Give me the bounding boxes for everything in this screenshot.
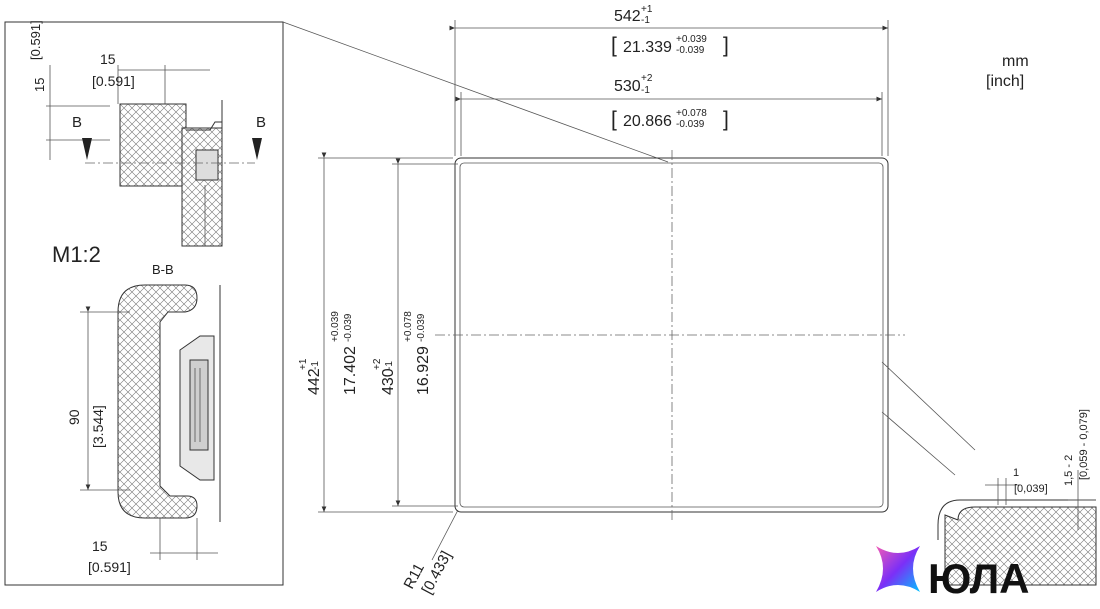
detail-panel: 15 [0.591] 15 [0.591] B B M1	[4, 20, 284, 586]
units-inch: [inch]	[986, 73, 1024, 90]
corner-gap-in: [0,039]	[1014, 483, 1048, 495]
width-outer-inch-minus: -0.039	[676, 45, 705, 56]
height-outer-base: 442	[306, 368, 323, 395]
width-inner-tol-plus: +2	[641, 73, 653, 84]
bracket-open: [	[611, 108, 617, 131]
height-outer-inch: 17.402	[342, 346, 359, 395]
height-inner-inch-minus: -0.039	[416, 313, 427, 342]
bracket-close: ]	[723, 34, 729, 57]
dim-top-horizontal-mm: 15	[100, 51, 116, 67]
width-inner-tol-minus: -1	[641, 85, 650, 96]
dim-top-vertical-in: [0.591]	[28, 20, 43, 60]
height-outer-tol-minus: -1	[310, 361, 321, 370]
height-inner-inch: 16.929	[415, 346, 432, 395]
bracket-close: ]	[723, 108, 729, 131]
units-mm: mm	[1002, 53, 1029, 70]
dim-bottom-in: [0.591]	[88, 559, 131, 575]
cut-mark-left: B	[72, 114, 82, 131]
width-inner-inch-plus: +0.078	[676, 108, 707, 119]
width-outer-tol-plus: +1	[641, 4, 653, 15]
height-outer-inch-plus: +0.039	[330, 311, 341, 342]
bracket-open: [	[611, 34, 617, 57]
top-part-section	[119, 100, 223, 247]
width-outer-tol-minus: -1	[641, 15, 650, 26]
scale-label: M1:2	[52, 242, 101, 267]
radius-callout: R11 [0.433]	[401, 509, 459, 597]
width-outer-inch-plus: +0.039	[676, 34, 707, 45]
width-outer-inch: 21.339	[623, 39, 672, 56]
dim-bottom-15: 15 [0.591]	[88, 518, 218, 575]
yula-logo: ЮЛА	[876, 546, 1030, 602]
height-inner-inch-plus: +0.078	[403, 311, 414, 342]
dim-90: 90 [3.544]	[66, 306, 130, 491]
corner-depth-in: [0,059 - 0,079]	[1078, 409, 1090, 480]
cut-mark-right: B	[256, 114, 266, 131]
section-label: B-B	[152, 262, 174, 277]
corner-detail: 1 [0,039] 1,5 - 2 [0,059 - 0,079]	[881, 361, 1097, 586]
logo-text: ЮЛА	[928, 555, 1030, 602]
section-cut-line: B B	[72, 114, 266, 164]
detail-leader-line	[282, 21, 669, 163]
dim-width-inner: 530 +2 -1 [ 20.866 +0.078 -0.039 ]	[455, 73, 883, 156]
dim-top-vertical: 15 [0.591]	[28, 20, 110, 160]
dim-width-outer: 542 +1 -1 [ 21.339 +0.039 -0.039 ]	[449, 4, 889, 156]
dim-bottom-mm: 15	[92, 538, 108, 554]
width-inner-inch-minus: -0.039	[676, 119, 705, 130]
height-outer-inch-minus: -0.039	[343, 313, 354, 342]
corner-depth-mm: 1,5 - 2	[1063, 455, 1075, 486]
height-inner-base: 430	[380, 368, 397, 395]
dim-90-mm: 90	[66, 409, 82, 425]
logo-star-icon	[876, 546, 920, 592]
dim-90-in: [3.544]	[90, 405, 106, 448]
dim-top-horizontal: 15 [0.591]	[92, 51, 210, 104]
height-inner-tol-plus: +2	[372, 358, 383, 370]
width-outer-base: 542	[614, 8, 641, 25]
corner-gap-mm: 1	[1013, 467, 1019, 479]
panel-outline	[435, 150, 905, 520]
width-inner-base: 530	[614, 78, 641, 95]
detail-frame	[4, 21, 284, 586]
dim-height-inner: 430 +2 -1 16.929 +0.078 -0.039	[372, 158, 458, 507]
dim-top-vertical-mm: 15	[32, 78, 47, 92]
dim-height-outer: 442 +1 -1 17.402 +0.039 -0.039	[298, 152, 453, 513]
dim-top-horizontal-in: [0.591]	[92, 73, 135, 89]
width-inner-inch: 20.866	[623, 113, 672, 130]
height-outer-tol-plus: +1	[298, 358, 309, 370]
height-inner-tol-minus: -1	[384, 361, 395, 370]
section-profile	[117, 284, 221, 522]
